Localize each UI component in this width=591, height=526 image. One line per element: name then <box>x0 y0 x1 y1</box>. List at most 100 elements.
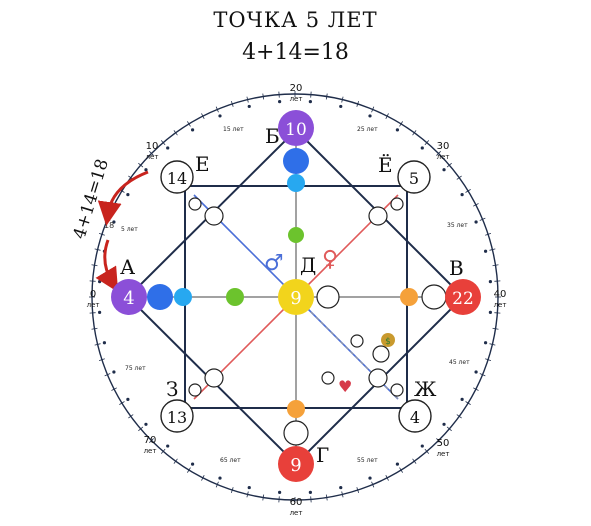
age-dot <box>368 476 372 480</box>
age-tick <box>160 140 166 146</box>
age-dot <box>474 220 478 224</box>
point-d: 9 Д <box>278 253 316 315</box>
minor-label-5: 5 лет <box>121 226 138 233</box>
chakra-blue-top <box>283 148 309 174</box>
age-dot <box>126 397 130 402</box>
age-label-10: 10 лет <box>146 141 159 161</box>
svg-text:лет: лет <box>290 509 303 517</box>
arrow-upper <box>97 170 149 226</box>
age-tick <box>492 264 499 267</box>
age-label-30: 30 лет <box>437 141 450 161</box>
age-dot <box>474 370 478 374</box>
age-dot <box>339 104 343 109</box>
age-tick <box>138 162 144 168</box>
age-tick <box>465 189 471 193</box>
minor-label-15: 15 лет <box>223 126 244 133</box>
age-circle-ticks <box>89 91 501 503</box>
age-tick <box>424 448 430 454</box>
age-tick <box>479 373 486 377</box>
svg-text:40: 40 <box>494 289 507 300</box>
age-label-40: 40 лет <box>494 289 507 309</box>
age-tick <box>94 248 101 251</box>
svg-text:лет: лет <box>437 153 450 161</box>
age-tick <box>230 487 234 494</box>
age-tick <box>446 426 452 432</box>
svg-text:4: 4 <box>410 408 420 427</box>
age-tick <box>91 327 98 330</box>
age-label-70: 70 лет <box>144 435 157 455</box>
svg-text:$: $ <box>385 337 391 347</box>
age-dot <box>308 100 312 104</box>
age-tick <box>94 343 101 346</box>
svg-text:лет: лет <box>144 447 157 455</box>
age-tick <box>262 93 265 100</box>
svg-text:лет: лет <box>437 450 450 458</box>
age-tick <box>436 151 441 156</box>
age-dot <box>488 310 492 314</box>
age-tick <box>485 232 492 236</box>
age-dot <box>420 146 424 150</box>
age-tick <box>201 113 205 119</box>
heart-icon: ♥ <box>338 377 352 396</box>
age-tick <box>215 106 219 113</box>
svg-text:Е: Е <box>195 152 210 176</box>
age-dot <box>483 341 488 345</box>
age-dot <box>395 462 400 466</box>
age-dot <box>190 462 195 466</box>
arrow-lower <box>95 239 119 293</box>
age-tick <box>128 414 134 419</box>
age-tick <box>473 203 479 207</box>
age-dot <box>166 146 170 150</box>
age-tick <box>479 217 486 221</box>
age-tick <box>456 175 462 180</box>
age-dot <box>278 490 282 494</box>
svg-text:22: 22 <box>452 289 474 309</box>
age-tick <box>371 106 375 113</box>
age-dot <box>247 104 251 109</box>
age-label-60: 60 лет <box>290 497 303 517</box>
age-tick <box>91 264 98 267</box>
svg-text:З: З <box>166 377 178 401</box>
age-tick <box>424 140 430 146</box>
age-tick <box>246 96 249 103</box>
age-tick <box>119 401 125 405</box>
age-tick <box>149 151 154 156</box>
age-dot <box>460 192 464 197</box>
age-tick <box>473 387 479 391</box>
age-tick <box>385 475 389 481</box>
point-v: 22 В <box>445 256 481 315</box>
age-tick <box>230 100 234 107</box>
point-a: 4 А <box>111 255 147 315</box>
female-symbol-icon: ♀ <box>322 247 338 272</box>
svg-text:Г: Г <box>316 443 329 467</box>
svg-text:70: 70 <box>144 435 157 446</box>
age-dot <box>98 280 102 284</box>
minor-label-25: 25 лет <box>357 126 378 133</box>
svg-text:20: 20 <box>290 83 303 94</box>
male-symbol-icon: ♂ <box>264 251 284 276</box>
age-tick <box>465 401 471 405</box>
age-dot <box>488 280 492 284</box>
age-dot <box>368 114 372 118</box>
page-title: ТОЧКА 5 ЛЕТ <box>213 8 378 32</box>
minor-label-55: 55 лет <box>357 457 378 464</box>
age-tick <box>246 491 249 498</box>
age-tick <box>173 130 178 136</box>
age-label-20: 20 лет <box>290 83 303 103</box>
age-dot <box>442 168 446 172</box>
chakra-orange-bottom <box>287 400 305 418</box>
age-label-50: 50 лет <box>437 438 450 458</box>
age-tick <box>489 343 496 346</box>
chakra-green-top <box>288 227 304 243</box>
age-tick <box>399 467 403 473</box>
age-dot <box>278 100 282 104</box>
page-formula: 4+14=18 <box>242 40 349 65</box>
svg-text:Ж: Ж <box>414 377 437 401</box>
age-tick <box>485 358 492 362</box>
svg-text:9: 9 <box>290 455 301 476</box>
age-tick <box>187 467 191 473</box>
chakra-lightblue-top <box>287 174 305 192</box>
point-e: 14 Е <box>160 152 210 194</box>
age-tick <box>173 458 178 464</box>
svg-text:10: 10 <box>285 120 307 140</box>
